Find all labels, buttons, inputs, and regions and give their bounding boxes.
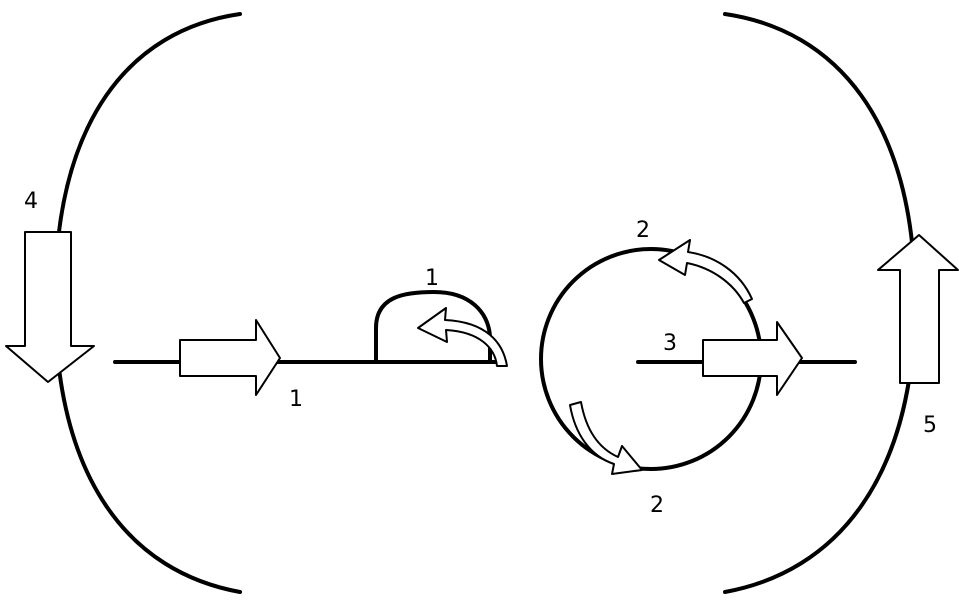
- big-arrow-down: [5, 231, 95, 383]
- gene-arrow-left: [179, 319, 281, 396]
- dome-curved-arrow: [417, 307, 508, 367]
- gene-arrow-right: [702, 321, 803, 396]
- right-outer-arc: [723, 12, 917, 594]
- label-big-arrow-left: 4: [24, 189, 38, 214]
- ring-bottom-curved-arrow: [569, 401, 643, 475]
- left-outer-arc: [53, 12, 242, 594]
- label-ring-bottom: 2: [650, 493, 664, 518]
- big-arrow-up: [877, 234, 959, 384]
- label-gene-arrow-right: 3: [663, 331, 677, 356]
- label-gene-arrow-left: 1: [289, 387, 303, 412]
- label-dome: 1: [425, 266, 439, 291]
- label-ring-top: 2: [636, 218, 650, 243]
- label-big-arrow-right: 5: [923, 413, 937, 438]
- ring-top-curved-arrow: [658, 239, 753, 304]
- dome-shape: [374, 290, 492, 364]
